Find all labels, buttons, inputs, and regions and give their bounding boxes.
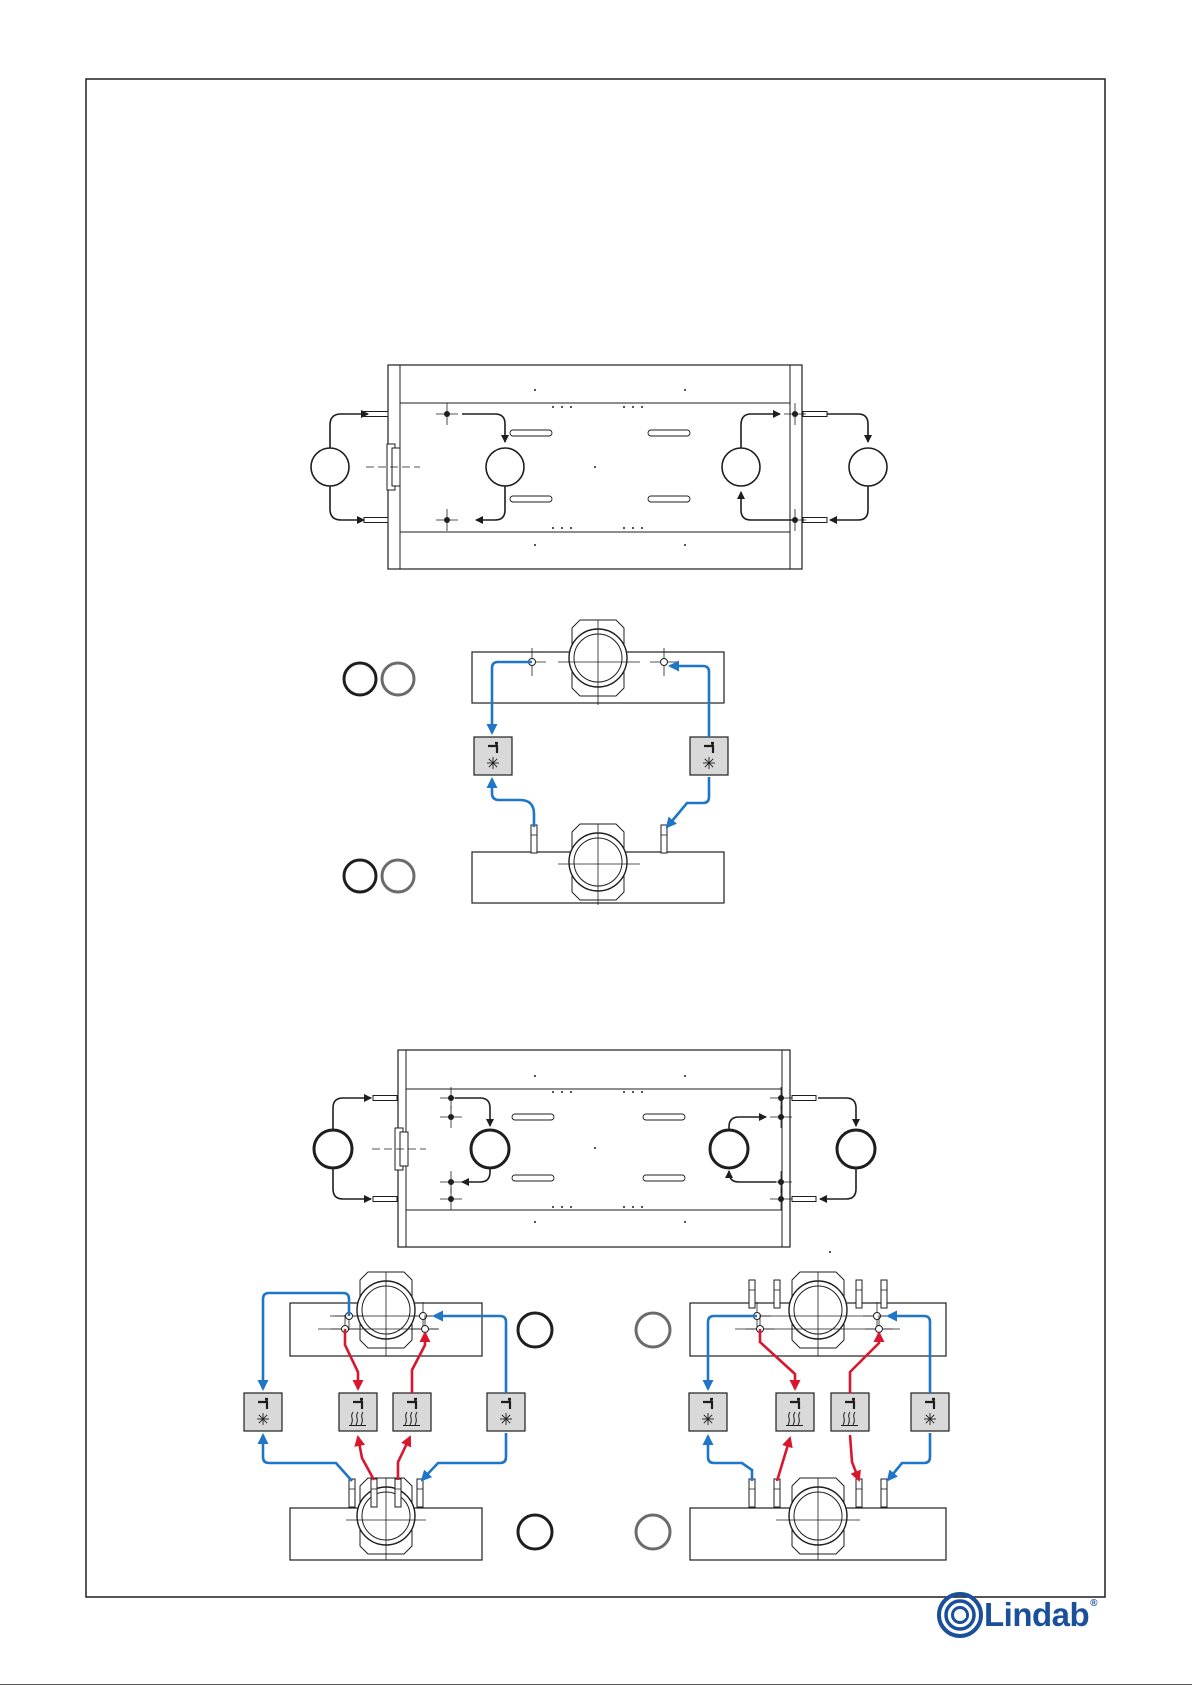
heating-tap-icon	[393, 1393, 431, 1431]
lindab-logo-icon	[939, 1594, 981, 1636]
cooling-tap-icon	[689, 1393, 727, 1431]
heating-tap-icon	[831, 1393, 869, 1431]
legend-circle-right-top	[636, 1313, 670, 1347]
heating-tap-icon	[776, 1393, 814, 1431]
legend-circle-left-top	[518, 1313, 552, 1347]
unit-section-cooling-bottom	[472, 824, 724, 905]
legend-circle-left-bottom	[518, 1515, 552, 1549]
cooling-tap-icon	[911, 1393, 949, 1431]
legend-circles-cooling-bottom	[344, 860, 414, 892]
unit-plan-view-bottom	[372, 1050, 831, 1253]
unit-section-heating-right-bottom	[690, 1478, 946, 1560]
legend-circle-right-bottom	[636, 1515, 670, 1549]
heating-tap-icon	[339, 1393, 377, 1431]
cooling-tap-icon	[474, 737, 512, 775]
cooling-tap-icon	[690, 737, 728, 775]
legend-circles-cooling-top	[344, 663, 414, 695]
lindab-wordmark: Lindab®	[984, 1596, 1097, 1634]
cooling-tap-icon	[487, 1393, 525, 1431]
unit-section-heating-left-top	[290, 1272, 482, 1356]
unit-section-heating-right-top	[690, 1272, 946, 1356]
brand-name: Lindab	[984, 1596, 1089, 1633]
unit-section-heating-left-bottom	[290, 1478, 482, 1560]
cooling-tap-icon	[244, 1393, 282, 1431]
brand-reg-mark: ®	[1090, 1598, 1097, 1609]
